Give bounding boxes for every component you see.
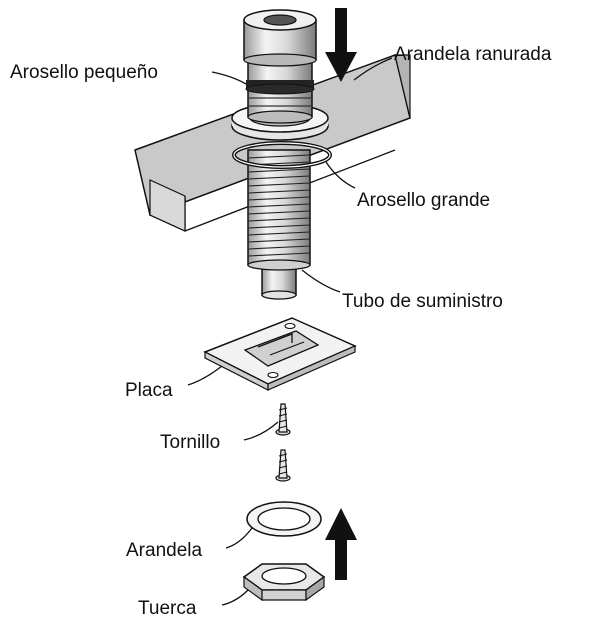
mounting-plate <box>203 317 357 391</box>
screw-lower <box>275 449 291 482</box>
nut <box>242 563 326 602</box>
large-oring <box>232 141 332 169</box>
label-washer: Arandela <box>126 540 202 561</box>
label-small-oring: Arosello pequeño <box>10 62 158 83</box>
label-supply-tube: Tubo de suministro <box>342 291 503 312</box>
down-arrow-icon <box>325 8 357 82</box>
leader-lines <box>187 57 393 606</box>
label-screw: Tornillo <box>160 432 220 453</box>
faucet-upper-body <box>243 9 317 124</box>
label-plate: Placa <box>125 380 173 401</box>
washer <box>246 501 322 537</box>
label-grooved-washer: Arandela ranurada <box>394 44 552 65</box>
label-nut: Tuerca <box>138 598 197 619</box>
screw-upper <box>275 403 291 436</box>
up-arrow-icon <box>325 508 357 580</box>
label-large-oring: Arosello grande <box>357 190 490 211</box>
